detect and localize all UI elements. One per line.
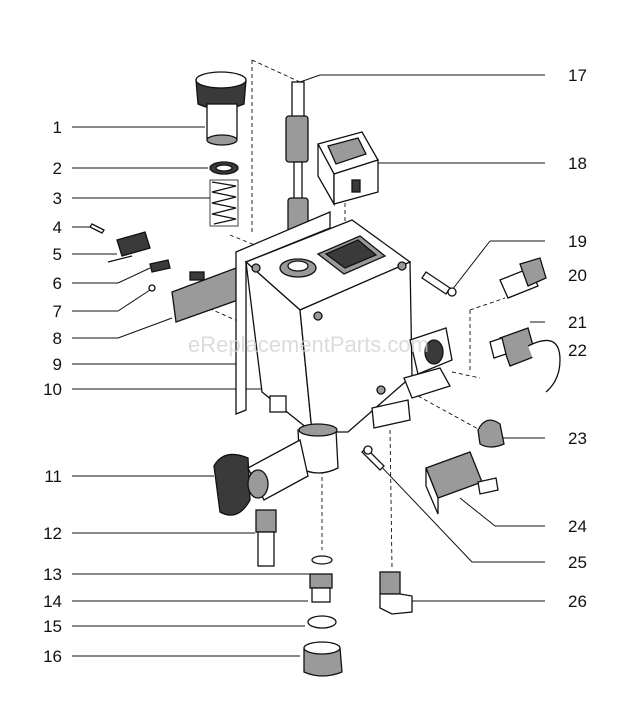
part-6-clip xyxy=(149,259,171,273)
callout-24: 24 xyxy=(568,517,587,536)
part-7-screw xyxy=(148,284,156,292)
part-25-screw xyxy=(361,445,385,471)
callout-4: 4 xyxy=(53,218,62,237)
part-4-screw xyxy=(89,223,105,234)
part-15-washer xyxy=(307,615,337,629)
part-19-screw xyxy=(421,271,457,297)
part-3-spring xyxy=(209,179,239,227)
part-1-control-knob xyxy=(195,71,247,146)
callout-3: 3 xyxy=(53,189,62,208)
callout-5: 5 xyxy=(53,245,62,264)
callouts-right: 17 18 19 20 21 22 23 24 25 26 xyxy=(568,66,587,611)
callout-25: 25 xyxy=(568,553,587,572)
callout-14: 14 xyxy=(43,592,62,611)
callout-12: 12 xyxy=(43,524,62,543)
callout-26: 26 xyxy=(568,592,587,611)
part-21-plug xyxy=(489,327,537,367)
part-23-cap xyxy=(477,419,505,448)
part-18-rocker-switch xyxy=(317,131,379,207)
part-5-micro-switch xyxy=(107,231,151,263)
callout-15: 15 xyxy=(43,617,62,636)
part-20-fitting xyxy=(499,257,547,299)
alignment-lines xyxy=(189,59,506,569)
part-24-switch xyxy=(425,451,499,515)
callouts-left: 1 2 3 4 5 6 7 8 9 10 11 12 13 14 15 16 xyxy=(43,118,62,666)
callout-9: 9 xyxy=(53,355,62,374)
callout-19: 19 xyxy=(568,232,587,251)
part-2-ring-hole xyxy=(215,164,233,172)
part-11-valve-handle xyxy=(213,439,309,516)
callout-22: 22 xyxy=(568,341,587,360)
part-8-bracket xyxy=(171,267,239,323)
part-12-nipple xyxy=(255,509,277,567)
callout-2: 2 xyxy=(53,159,62,178)
part-13-o-ring xyxy=(311,555,333,565)
part-17-pressure-shaft xyxy=(285,81,309,249)
callout-20: 20 xyxy=(568,266,587,285)
part-26-elbow xyxy=(379,571,413,615)
callout-8: 8 xyxy=(53,329,62,348)
callout-16: 16 xyxy=(43,647,62,666)
callout-21: 21 xyxy=(568,313,587,332)
leader-lines-left xyxy=(72,126,310,657)
part-22-cord xyxy=(527,339,561,393)
callout-10: 10 xyxy=(43,380,62,399)
part-14-fitting xyxy=(309,573,333,603)
callout-23: 23 xyxy=(568,429,587,448)
callout-11: 11 xyxy=(44,467,62,486)
callout-17: 17 xyxy=(568,66,587,85)
callout-18: 18 xyxy=(568,154,587,173)
leader-lines-right xyxy=(299,74,545,602)
part-10-main-housing xyxy=(244,219,453,474)
callout-6: 6 xyxy=(53,274,62,293)
part-16-plug xyxy=(303,641,343,677)
callout-1: 1 xyxy=(53,118,62,137)
callout-7: 7 xyxy=(53,302,62,321)
watermark: eReplacementParts.com xyxy=(188,332,429,357)
callout-13: 13 xyxy=(43,565,62,584)
